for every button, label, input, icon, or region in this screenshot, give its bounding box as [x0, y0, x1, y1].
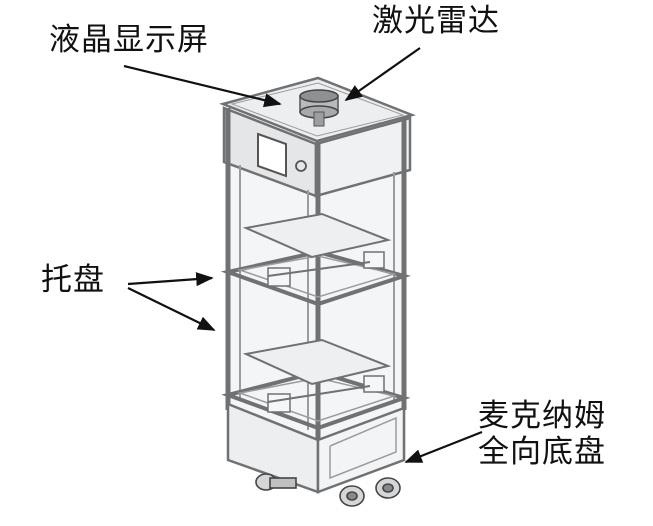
- tray-leader-upper: [127, 272, 214, 287]
- lidar-unit: [299, 89, 339, 127]
- lidar-label: 激光雷达: [372, 3, 500, 39]
- tray-leader-lower: [127, 287, 216, 331]
- cart-frame: [219, 76, 416, 494]
- chassis-side: [316, 406, 406, 494]
- lcd-screen: [257, 132, 307, 178]
- chassis-label-line2: 全向底盘: [478, 434, 606, 470]
- tray-label: 托盘: [41, 262, 105, 298]
- chassis-label: 麦克纳姆 全向底盘: [478, 398, 606, 470]
- lcd-screen-label: 液晶显示屏: [49, 22, 209, 58]
- upper-tray: [242, 212, 392, 287]
- mecanum-wheels: [255, 473, 401, 507]
- chassis-leader: [404, 430, 483, 464]
- leader-lines: [123, 47, 483, 464]
- chassis-label-line1: 麦克纳姆: [478, 398, 606, 434]
- lcd-leader: [123, 64, 282, 108]
- lower-tray: [242, 338, 392, 413]
- lidar-leader: [344, 47, 421, 102]
